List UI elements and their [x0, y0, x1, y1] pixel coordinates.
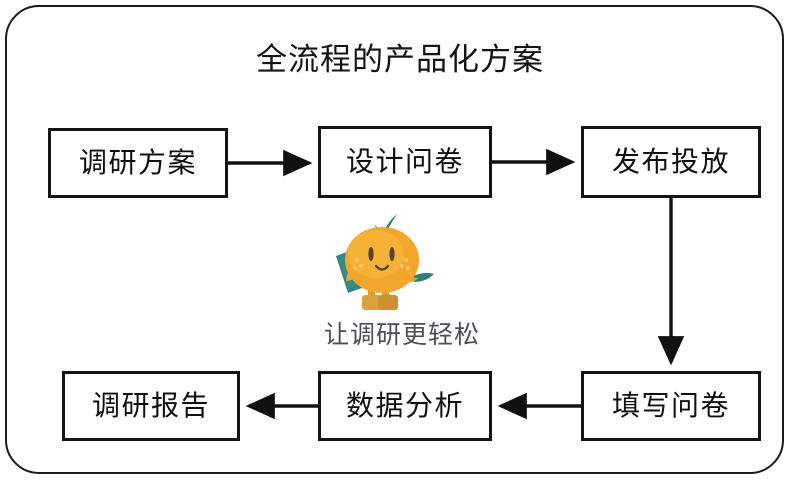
mascot-body-highlight	[348, 230, 404, 278]
flow-node-plan-label: 调研方案	[78, 147, 197, 178]
outer-rounded-frame	[5, 5, 784, 474]
flow-node-design[interactable]: 设计问卷	[318, 126, 492, 198]
mascot-caption: 让调研更轻松	[323, 321, 480, 349]
flow-node-analyze-label: 数据分析	[345, 390, 464, 421]
flow-node-report-label: 调研报告	[91, 390, 210, 421]
smile-icon	[374, 264, 390, 271]
page-title: 全流程的产品化方案	[256, 42, 544, 77]
flow-node-analyze[interactable]: 数据分析	[318, 371, 492, 441]
flow-node-plan[interactable]: 调研方案	[48, 128, 228, 198]
eye-right	[389, 247, 395, 261]
boot-right	[378, 295, 398, 310]
mascot-block: 让调研更轻松	[288, 208, 516, 358]
boot-left	[362, 295, 382, 310]
leg-left	[368, 284, 375, 301]
flow-node-fill-label: 填写问卷	[611, 390, 730, 421]
flow-node-publish[interactable]: 发布投放	[581, 126, 761, 198]
orange-mascot-icon	[336, 214, 434, 310]
flow-node-design-label: 设计问卷	[345, 146, 464, 177]
flow-node-report[interactable]: 调研报告	[62, 371, 240, 441]
flow-node-publish-label: 发布投放	[611, 146, 730, 177]
flow-node-fill[interactable]: 填写问卷	[581, 371, 761, 441]
freckles	[353, 258, 410, 270]
eye-left	[368, 247, 374, 261]
